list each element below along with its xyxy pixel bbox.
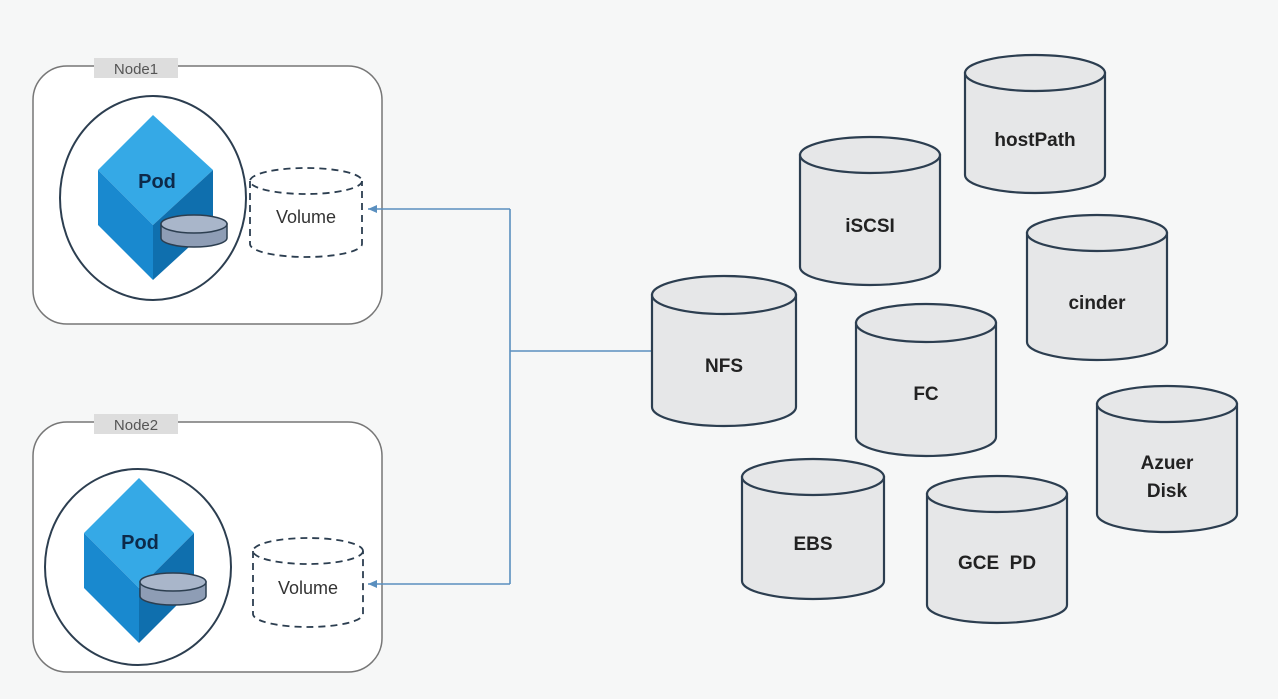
node1-volume-label: Volume [276, 207, 336, 227]
storage-cinder-label: cinder [1068, 293, 1126, 314]
storage-ebs: EBS [740, 457, 886, 601]
storage-nfs-label: NFS [705, 356, 743, 377]
node1-pod-disk-icon [160, 214, 228, 248]
storage-azure-label-line2: Disk [1147, 481, 1188, 502]
node2-tag-bg [94, 414, 178, 434]
node1-tag-bg [94, 58, 178, 78]
storage-hostpath-label: hostPath [994, 130, 1075, 151]
storage-iscsi-label: iSCSI [845, 216, 895, 237]
storage-nfs: NFS [650, 274, 798, 428]
storage-azure-label-line1: Azuer [1141, 453, 1194, 474]
node2-pod-label: Pod [121, 532, 159, 554]
node2-volume-label: Volume [278, 578, 338, 598]
storage-iscsi: iSCSI [798, 135, 942, 287]
connectors [368, 205, 652, 588]
node2-volume-cylinder [252, 537, 364, 628]
node2-tag: Node2 [114, 417, 158, 434]
node1-tag: Node1 [114, 61, 158, 78]
storage-ebs-label: EBS [793, 534, 832, 555]
storage-gce-label: GCE PD [958, 553, 1036, 574]
storage-cinder: cinder [1025, 213, 1169, 362]
node1-volume-cylinder [249, 167, 363, 258]
node2-pod-disk-icon [139, 572, 207, 606]
node2-group: Node2 Pod Volume [32, 414, 383, 673]
storage-hostpath: hostPath [963, 53, 1107, 195]
storage-fc-label: FC [913, 384, 939, 405]
node1-pod-label: Pod [138, 171, 176, 193]
node1-group: Node1 Pod Volume [32, 58, 383, 325]
storage-azure-disk: Azuer Disk [1095, 384, 1239, 534]
storage-fc: FC [854, 302, 998, 458]
storage-gce-pd: GCE PD [925, 474, 1069, 625]
